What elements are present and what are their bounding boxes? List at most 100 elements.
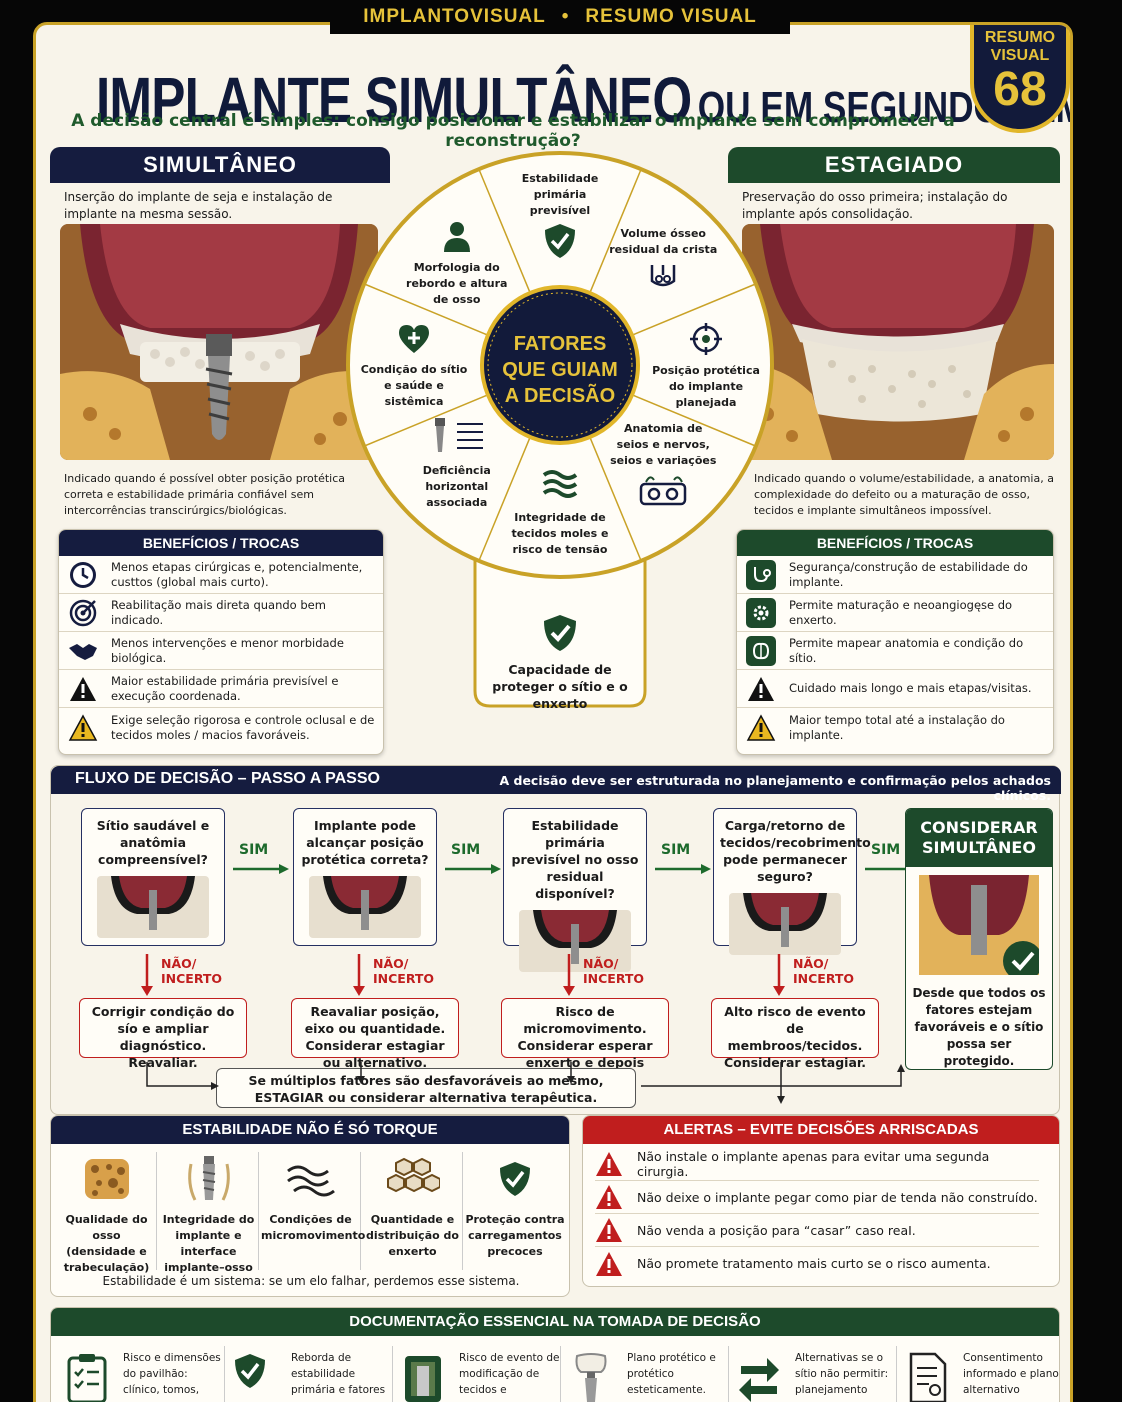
estagiado-title: ESTAGIADO bbox=[728, 147, 1060, 183]
stability-item: Quantidade e distribuição do enxerto bbox=[363, 1152, 463, 1270]
wheel-divider bbox=[631, 394, 757, 447]
benefit-row: Maior estabilidade primária previsível e… bbox=[59, 670, 383, 708]
flow-no-action-box: Corrigir condição do sío e ampliar diagn… bbox=[79, 998, 247, 1070]
estagiado-benefits-title: BENEFÍCIOS / TROCAS bbox=[737, 530, 1053, 556]
factor-segment: Deficiência horizontal associada bbox=[403, 410, 511, 514]
bone-quality-icon bbox=[57, 1152, 156, 1206]
benefit-row: Exige seleção rigorosa e controle oclusa… bbox=[59, 708, 383, 748]
benefit-row: Permite maturação e neoangiogęse do enxe… bbox=[737, 594, 1053, 632]
simultaneo-panel: SIMULTÂNEO Inserção do implante de seja … bbox=[50, 147, 390, 759]
handshake-icon bbox=[67, 635, 99, 667]
documentation-item: Risco de evento de modificação de tecido… bbox=[401, 1346, 561, 1402]
benefit-text: Menos etapas cirúrgicas e, potencialment… bbox=[111, 559, 363, 589]
documentation-text: Reborda de estabilidade primária e fator… bbox=[291, 1352, 386, 1396]
flow-no-action-box: Risco de micromovimento. Considerar espe… bbox=[501, 998, 669, 1087]
alerts-title: ALERTAS – EVITE DECISÕES ARRISCADAS bbox=[583, 1116, 1059, 1144]
benefit-text: Segurança/construção de estabilidade do … bbox=[789, 559, 1028, 589]
documentation-text: Alternativas se o sítio não permitir: pl… bbox=[795, 1352, 889, 1396]
flow-no-arrow bbox=[141, 954, 153, 996]
micromotion-icon bbox=[261, 1152, 360, 1206]
badge-number: 68 bbox=[993, 63, 1047, 116]
flow-no-arrow bbox=[773, 954, 785, 996]
benefit-row: Cuidado mais longo e mais etapas/visitas… bbox=[737, 670, 1053, 708]
flow-no-arrow bbox=[353, 954, 365, 996]
summary-number-badge: RESUMO VISUAL 68 bbox=[970, 25, 1070, 133]
stability-title: ESTABILIDADE NÃO É SÓ TORQUE bbox=[51, 1116, 569, 1144]
alert-text: Não deixe o implante pegar como piar de … bbox=[637, 1189, 1038, 1205]
document-icon bbox=[905, 1346, 957, 1402]
wheel-divider bbox=[478, 436, 531, 562]
wheel-center-disc bbox=[480, 285, 640, 445]
graft-icon bbox=[363, 1152, 462, 1206]
factors-center-line: FATORES bbox=[513, 333, 607, 355]
factor-label: Anatomia de seios e nervos, seios e vari… bbox=[610, 422, 717, 468]
stability-item: Qualidade do osso (densidade e trabecula… bbox=[57, 1152, 157, 1274]
benefit-row: Maior tempo total até a instalação do im… bbox=[737, 708, 1053, 748]
benefit-text: Cuidado mais longo e mais etapas/visitas… bbox=[789, 681, 1032, 695]
target-icon bbox=[67, 597, 99, 629]
brand-name: IMPLANTOVISUAL bbox=[363, 6, 546, 27]
simultaneo-indication: Indicado quando é possível obter posição… bbox=[64, 472, 346, 517]
caution-icon bbox=[67, 712, 99, 744]
factors-center-line: A DECISÃO bbox=[504, 385, 616, 407]
flow-question: Implante pode alcançar posição protética… bbox=[301, 818, 429, 867]
alert-text: Não promete tratamento mais curto se o r… bbox=[637, 1256, 991, 1271]
series-name: RESUMO VISUAL bbox=[585, 6, 757, 27]
stability-item: Proteção contra carregamentos precoces bbox=[465, 1152, 565, 1270]
caution-icon bbox=[745, 712, 777, 744]
flow-question: Estabilidade primária previsível no osso… bbox=[511, 818, 639, 901]
flow-header: FLUXO DE DECISÃO – PASSO A PASSO A decis… bbox=[51, 766, 1061, 803]
factor-segment: Posição protética do implante planejada bbox=[652, 313, 760, 417]
documentation-item: Consentimento informado e plano alternat… bbox=[905, 1346, 1059, 1402]
benefit-text: Reabilitação mais direta quando bem indi… bbox=[111, 597, 326, 627]
badge-line: RESUMO bbox=[984, 29, 1056, 46]
documentation-text: Consentimento informado e plano alternat… bbox=[963, 1352, 1059, 1396]
checklist-icon bbox=[65, 1346, 117, 1402]
sinus-icon bbox=[638, 472, 688, 512]
documentation-title: DOCUMENTAÇÃO ESSENCIAL NA TOMADA DE DECI… bbox=[51, 1308, 1059, 1336]
documentation-section: DOCUMENTAÇÃO ESSENCIAL NA TOMADA DE DECI… bbox=[50, 1307, 1060, 1402]
alert-row: Não instale o implante apenas para evita… bbox=[595, 1148, 1039, 1181]
factor-segment: Condição do sítio e saúde e sistêmica bbox=[360, 313, 468, 417]
factor-segment: Estabilidade primária previsível bbox=[506, 167, 614, 271]
badge-line: VISUAL bbox=[990, 47, 1050, 64]
flow-note: A decisão deve ser estruturada no planej… bbox=[499, 773, 1051, 803]
alert-text: Não venda a posição para “casar” caso re… bbox=[637, 1222, 916, 1238]
flow-step-illustration bbox=[519, 910, 631, 972]
flow-yes-label: SIM bbox=[661, 842, 691, 858]
alert-warning-icon bbox=[595, 1251, 623, 1277]
alerts-section: ALERTAS – EVITE DECISÕES ARRISCADAS Não … bbox=[582, 1115, 1060, 1287]
flow-question-box: Sítio saudável e anatômia compreensível? bbox=[81, 808, 225, 946]
flow-title: FLUXO DE DECISÃO – PASSO A PASSO bbox=[75, 770, 380, 787]
stability-label: Qualidade do osso (densidade e trabecula… bbox=[63, 1213, 150, 1274]
flow-yes-label: SIM bbox=[871, 842, 901, 858]
wheel-divider bbox=[363, 283, 489, 336]
result-text: Desde que todos os fatores estejam favor… bbox=[912, 986, 1046, 1068]
result-implant-illustration bbox=[919, 875, 1039, 975]
heart-plus-icon bbox=[397, 323, 431, 359]
benefit-text: Maior tempo total até a instalação do im… bbox=[789, 713, 1005, 742]
factor-label: Deficiência horizontal associada bbox=[422, 464, 491, 510]
benefit-row: Menos intervenções e menor morbidade bio… bbox=[59, 632, 383, 670]
top-brand-bar: IMPLANTOVISUAL • RESUMO VISUAL bbox=[330, 0, 790, 34]
flow-yes-arrow bbox=[445, 864, 501, 874]
warning-icon bbox=[67, 673, 99, 705]
shield-check-icon bbox=[465, 1152, 565, 1206]
arrows-icon bbox=[737, 1346, 789, 1402]
benefit-text: Exige seleção rigorosa e controle oclusa… bbox=[111, 713, 375, 742]
result-title: CONSIDERAR SIMULTÂNEO bbox=[906, 809, 1052, 867]
factor-label: Integridade de tecidos moles e risco de … bbox=[511, 511, 609, 556]
wheel-divider bbox=[589, 168, 642, 294]
shield-check-icon bbox=[525, 613, 595, 657]
flow-no-action: Reavaliar posição, eixo ou quantidade. C… bbox=[304, 1004, 446, 1070]
brand-separator: • bbox=[561, 6, 570, 27]
documentation-item: Reborda de estabilidade primária e fator… bbox=[233, 1346, 393, 1402]
simultaneo-benefits-title: BENEFÍCIOS / TROCAS bbox=[59, 530, 383, 556]
factor-label: Volume ósseo residual da crista bbox=[609, 226, 718, 256]
gear-icon bbox=[745, 597, 777, 629]
crosshair-icon bbox=[689, 322, 723, 360]
benefit-row: Permite mapear anatomia e condição do sí… bbox=[737, 632, 1053, 670]
flow-question-box: Carga/retorno de tecidos/recobrimento po… bbox=[713, 808, 871, 955]
flow-no-action-box: Alto risco de evento de membroos/tecidos… bbox=[711, 998, 879, 1070]
page-subtitle: A decisão central é simples: consigo pos… bbox=[71, 111, 955, 151]
